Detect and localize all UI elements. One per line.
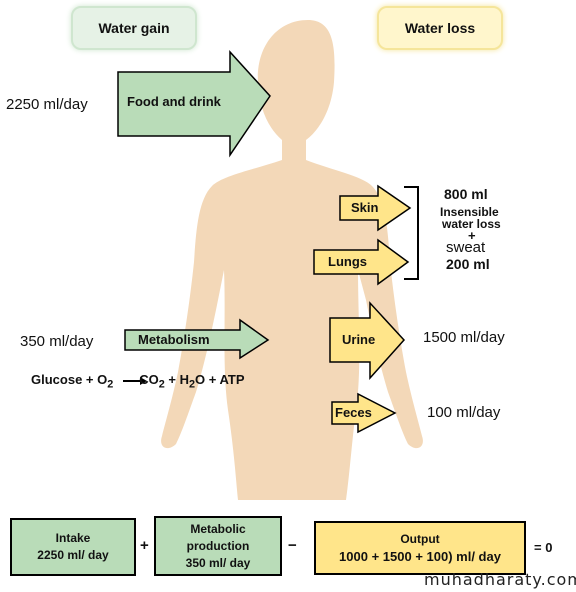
equals-zero: = 0 (534, 540, 553, 555)
feces-arrow (331, 392, 397, 434)
food-amount: 2250 ml/day (6, 96, 88, 113)
water-loss-header: Water loss (377, 6, 503, 50)
metabolic-title: Metabolic (190, 521, 246, 536)
urine-amount: 1500 ml/day (423, 329, 505, 346)
sweat-label: sweat (446, 239, 486, 256)
insensible-plus: + (468, 228, 476, 243)
metabolism-amount: 350 ml/day (20, 333, 94, 350)
urine-arrow (329, 301, 406, 380)
metabolism-arrow-label: Metabolism (138, 332, 210, 347)
watermark: muhadharaty.com (424, 570, 576, 589)
intake-box: Intake 2250 ml/ day (10, 518, 136, 576)
skin-arrow-label: Skin (351, 200, 379, 215)
urine-arrow-label: Urine (342, 332, 376, 347)
minus-operator: − (288, 537, 297, 554)
metabolic-subtitle: production (186, 538, 250, 553)
food-arrow-label: Food and drink (127, 94, 221, 109)
metabolism-arrow (124, 318, 270, 360)
insensible-line2: water loss (442, 217, 501, 231)
insensible-bracket (404, 186, 419, 280)
intake-value: 2250 ml/ day (37, 548, 109, 562)
output-box: Output 1000 + 1500 + 100) ml/ day (314, 521, 526, 575)
feces-amount: 100 ml/day (427, 404, 501, 421)
intake-title: Intake (55, 531, 91, 545)
metabolic-production-box: Metabolic production 350 ml/ day (154, 516, 282, 576)
skin-loss-amount: 800 ml (444, 186, 488, 202)
lungs-arrow (313, 238, 410, 286)
food-arrow (117, 50, 271, 158)
lungs-arrow-label: Lungs (328, 254, 367, 269)
lungs-loss-amount: 200 ml (446, 256, 490, 272)
output-value: 1000 + 1500 + 100) ml/ day (339, 549, 501, 564)
plus-operator: + (140, 537, 149, 554)
output-title: Output (400, 532, 440, 546)
feces-arrow-label: Feces (335, 405, 372, 420)
skin-arrow (339, 184, 412, 232)
water-gain-header: Water gain (71, 6, 197, 50)
insensible-line1: Insensible (440, 205, 499, 219)
metabolic-value: 350 ml/ day (185, 555, 251, 570)
